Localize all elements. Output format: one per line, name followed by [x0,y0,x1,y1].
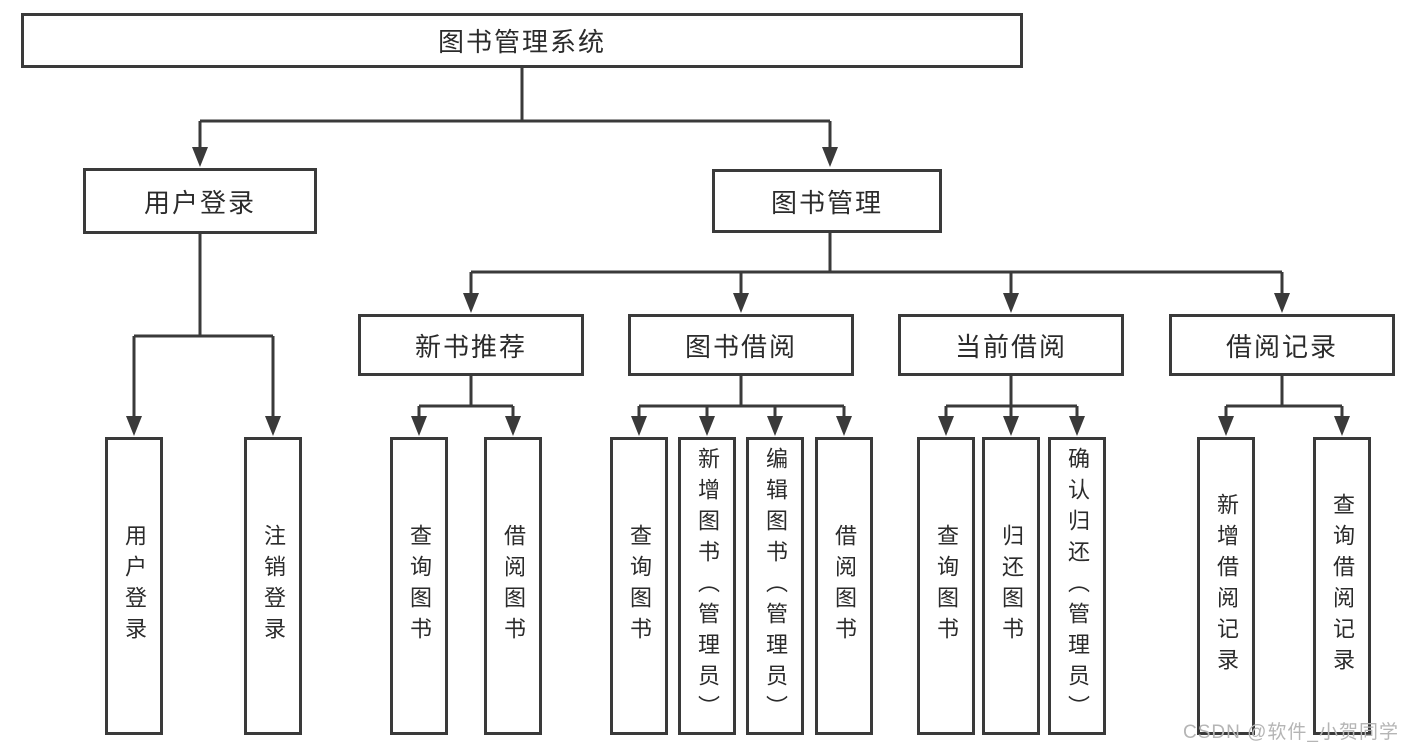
arrowhead-down-icon [699,416,715,436]
arrowhead-down-icon [126,416,142,436]
arrowhead-down-icon [836,416,852,436]
leaf-borrow-edit-books-admin-label: 编辑图书（管理员） [763,446,788,726]
arrowhead-down-icon [192,147,208,167]
arrowhead-down-icon [631,416,647,436]
arrowhead-down-icon [938,416,954,436]
leaf-borrow-borrow-books: 借阅图书 [815,437,873,735]
leaf-logout: 注销登录 [244,437,302,735]
leaf-current-query-books-label: 查询图书 [934,524,959,648]
leaf-user-login-label: 用户登录 [122,524,147,648]
connector-root-to-level2 [192,68,838,167]
arrowhead-down-icon [767,416,783,436]
leaf-borrow-query-books-label: 查询图书 [627,524,652,648]
leaf-current-query-books: 查询图书 [917,437,975,735]
leaf-recommend-query-books: 查询图书 [390,437,448,735]
connector-book-borrow-to-leaves [631,376,852,436]
leaf-recommend-borrow-books: 借阅图书 [484,437,542,735]
leaf-recommend-borrow-books-label: 借阅图书 [501,524,526,648]
leaf-records-query-record-label: 查询借阅记录 [1330,493,1355,679]
node-root-label: 图书管理系统 [437,27,606,57]
arrowhead-down-icon [411,416,427,436]
node-book-management: 图书管理 [712,169,942,233]
leaf-user-login: 用户登录 [105,437,163,735]
leaf-records-query-record: 查询借阅记录 [1313,437,1371,735]
node-book-borrow-label: 图书借阅 [684,331,797,362]
arrowhead-down-icon [733,293,749,313]
node-book-borrow: 图书借阅 [628,314,854,376]
leaf-borrow-add-books-admin-label: 新增图书（管理员） [695,446,720,726]
leaf-borrow-borrow-books-label: 借阅图书 [832,524,857,648]
connector-new-book-recommend-to-leaves [411,376,521,436]
arrowhead-down-icon [1003,416,1019,436]
node-book-management-label: 图书管理 [770,187,883,218]
node-new-book-recommend-label: 新书推荐 [414,331,527,362]
connector-book-management-to-level3 [463,232,1290,313]
node-new-book-recommend: 新书推荐 [358,314,584,376]
leaf-records-add-record: 新增借阅记录 [1197,437,1255,735]
node-borrow-records-label: 借阅记录 [1225,331,1338,362]
leaf-current-confirm-return-admin: 确认归还（管理员） [1048,437,1106,735]
node-user-login: 用户登录 [83,168,317,234]
node-current-borrow: 当前借阅 [898,314,1124,376]
leaf-borrow-add-books-admin: 新增图书（管理员） [678,437,736,735]
watermark: CSDN @软件_小贺同学 [1183,722,1399,743]
arrowhead-down-icon [1274,293,1290,313]
connector-user-login-to-leaves [126,234,281,436]
arrowhead-down-icon [1334,416,1350,436]
arrowhead-down-icon [1218,416,1234,436]
leaf-borrow-edit-books-admin: 编辑图书（管理员） [746,437,804,735]
connector-borrow-records-to-leaves [1218,376,1350,436]
arrowhead-down-icon [822,147,838,167]
leaf-borrow-query-books: 查询图书 [610,437,668,735]
leaf-records-add-record-label: 新增借阅记录 [1214,493,1239,679]
connector-current-borrow-to-leaves [938,376,1085,436]
leaf-current-return-books-label: 归还图书 [999,524,1024,648]
node-root: 图书管理系统 [21,13,1023,68]
node-user-login-label: 用户登录 [143,187,256,218]
leaf-logout-label: 注销登录 [261,524,286,648]
arrowhead-down-icon [463,293,479,313]
leaf-current-return-books: 归还图书 [982,437,1040,735]
node-borrow-records: 借阅记录 [1169,314,1395,376]
node-current-borrow-label: 当前借阅 [954,331,1067,362]
leaf-recommend-query-books-label: 查询图书 [407,524,432,648]
arrowhead-down-icon [1003,293,1019,313]
arrowhead-down-icon [1069,416,1085,436]
arrowhead-down-icon [505,416,521,436]
leaf-current-confirm-return-admin-label: 确认归还（管理员） [1065,446,1090,726]
arrowhead-down-icon [265,416,281,436]
